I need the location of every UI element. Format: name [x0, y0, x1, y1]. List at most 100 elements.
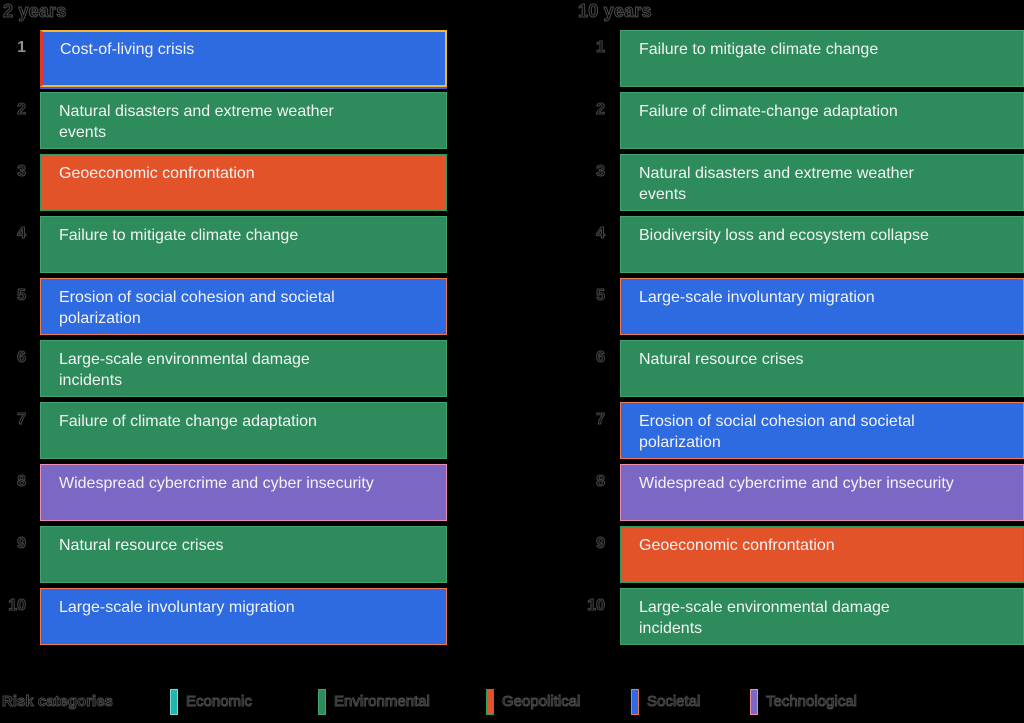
rank-number: 2 [596, 101, 606, 119]
risk-box: Large-scale environmental damage inciden… [620, 588, 1024, 645]
legend-label: Economic [186, 693, 253, 711]
table-row: 4 Biodiversity loss and ecosystem collap… [578, 216, 1024, 273]
table-row: 7 Erosion of social cohesion and societa… [578, 402, 1024, 459]
risk-label: Large-scale environmental damage inciden… [639, 599, 890, 637]
rank-number: 7 [17, 411, 27, 429]
risk-box: Natural disasters and extreme weather ev… [40, 92, 447, 149]
column-title-2-years: 2 years [2, 1, 67, 22]
table-row: 3 Natural disasters and extreme weather … [578, 154, 1024, 211]
legend-item-environmental: Environmental [318, 689, 430, 715]
risk-box: Large-scale involuntary migration [620, 278, 1024, 335]
rank-number: 5 [596, 287, 606, 305]
risk-box: Geoeconomic confrontation [620, 526, 1024, 583]
risk-box: Failure of climate-change adaptation [620, 92, 1024, 149]
legend-item-technological: Technological [750, 689, 857, 715]
rank-number: 9 [596, 535, 606, 553]
legend-item-geopolitical: Geopolitical [486, 689, 581, 715]
technological-swatch-icon [750, 689, 758, 715]
risk-box: Erosion of social cohesion and societal … [620, 402, 1024, 459]
risk-box: Biodiversity loss and ecosystem collapse [620, 216, 1024, 273]
legend-label: Geopolitical [501, 693, 581, 711]
risk-box: Failure to mitigate climate change [620, 30, 1024, 87]
risk-label: Failure of climate change adaptation [59, 413, 317, 430]
risk-label: Large-scale involuntary migration [59, 599, 295, 616]
risk-label: Natural disasters and extreme weather ev… [639, 165, 914, 203]
rank-number: 2 [17, 101, 27, 119]
risk-label: Failure to mitigate climate change [59, 227, 299, 244]
table-row: 2 Natural disasters and extreme weather … [0, 92, 447, 149]
ranking-column-2-years: 1 Cost-of-living crisis 2 Natural disast… [0, 30, 447, 645]
risk-label: Natural resource crises [59, 537, 224, 554]
risk-label: Geoeconomic confrontation [639, 537, 835, 554]
risk-box: Natural resource crises [40, 526, 447, 583]
risk-label: Biodiversity loss and ecosystem collapse [639, 227, 929, 244]
rank-number: 1 [596, 39, 606, 57]
legend-label: Technological [766, 693, 858, 711]
risk-box: Failure to mitigate climate change [40, 216, 447, 273]
risk-box: Failure of climate change adaptation [40, 402, 447, 459]
environmental-swatch-icon [318, 689, 326, 715]
geopolitical-swatch-icon [486, 689, 494, 715]
risk-box: Large-scale environmental damage inciden… [40, 340, 447, 397]
risk-categories-legend: Risk categories Economic Environmental G… [0, 687, 1024, 717]
table-row: 10 Large-scale environmental damage inci… [578, 588, 1024, 645]
table-row: 9 Natural resource crises [0, 526, 447, 583]
rank-number: 7 [596, 411, 606, 429]
legend-title: Risk categories [2, 693, 114, 711]
table-row: 4 Failure to mitigate climate change [0, 216, 447, 273]
rank-number: 6 [596, 349, 606, 367]
risk-label: Large-scale involuntary migration [639, 289, 875, 306]
table-row: 9 Geoeconomic confrontation [578, 526, 1024, 583]
risk-box: Widespread cybercrime and cyber insecuri… [40, 464, 447, 521]
ranking-column-10-years: 1 Failure to mitigate climate change 2 F… [578, 30, 1024, 645]
rank-number: 8 [596, 473, 606, 491]
column-title-10-years: 10 years [578, 1, 652, 22]
rank-number: 9 [17, 535, 27, 553]
rank-number: 5 [17, 287, 27, 305]
risk-label: Natural resource crises [639, 351, 804, 368]
legend-item-economic: Economic [170, 689, 252, 715]
table-row: 8 Widespread cybercrime and cyber insecu… [578, 464, 1024, 521]
legend-label: Environmental [334, 693, 431, 711]
table-row: 8 Widespread cybercrime and cyber insecu… [0, 464, 447, 521]
risk-box: Natural disasters and extreme weather ev… [620, 154, 1024, 211]
table-row: 1 Cost-of-living crisis [0, 30, 447, 87]
legend-label: Societal [646, 693, 701, 711]
risk-label: Natural disasters and extreme weather ev… [59, 103, 334, 141]
legend-item-societal: Societal [631, 689, 701, 715]
rank-number: 10 [8, 597, 27, 615]
rank-number: 3 [17, 163, 27, 181]
table-row: 5 Erosion of social cohesion and societa… [0, 278, 447, 335]
risk-box: Large-scale involuntary migration [40, 588, 447, 645]
risk-box: Natural resource crises [620, 340, 1024, 397]
risk-label: Large-scale environmental damage inciden… [59, 351, 310, 389]
table-row: 2 Failure of climate-change adaptation [578, 92, 1024, 149]
risk-label: Erosion of social cohesion and societal … [59, 289, 335, 327]
table-row: 5 Large-scale involuntary migration [578, 278, 1024, 335]
risk-label: Failure of climate-change adaptation [639, 103, 898, 120]
risk-label: Widespread cybercrime and cyber insecuri… [59, 475, 374, 492]
rank-number: 3 [596, 163, 606, 181]
rank-number: 10 [587, 597, 606, 615]
table-row: 7 Failure of climate change adaptation [0, 402, 447, 459]
table-row: 6 Large-scale environmental damage incid… [0, 340, 447, 397]
table-row: 3 Geoeconomic confrontation [0, 154, 447, 211]
rank-number: 1 [17, 39, 26, 56]
risk-box: Cost-of-living crisis [40, 30, 447, 87]
risk-label: Erosion of social cohesion and societal … [639, 413, 915, 451]
rank-number: 8 [17, 473, 27, 491]
table-row: 6 Natural resource crises [578, 340, 1024, 397]
risk-box: Erosion of social cohesion and societal … [40, 278, 447, 335]
risk-box: Widespread cybercrime and cyber insecuri… [620, 464, 1024, 521]
risk-label: Failure to mitigate climate change [639, 41, 879, 58]
table-row: 1 Failure to mitigate climate change [578, 30, 1024, 87]
risk-label: Widespread cybercrime and cyber insecuri… [639, 475, 954, 492]
table-row: 10 Large-scale involuntary migration [0, 588, 447, 645]
risk-box: Geoeconomic confrontation [40, 154, 447, 211]
societal-swatch-icon [631, 689, 639, 715]
economic-swatch-icon [170, 689, 178, 715]
rank-number: 4 [17, 225, 27, 243]
risk-label: Cost-of-living crisis [60, 41, 195, 58]
risk-label: Geoeconomic confrontation [59, 165, 255, 182]
